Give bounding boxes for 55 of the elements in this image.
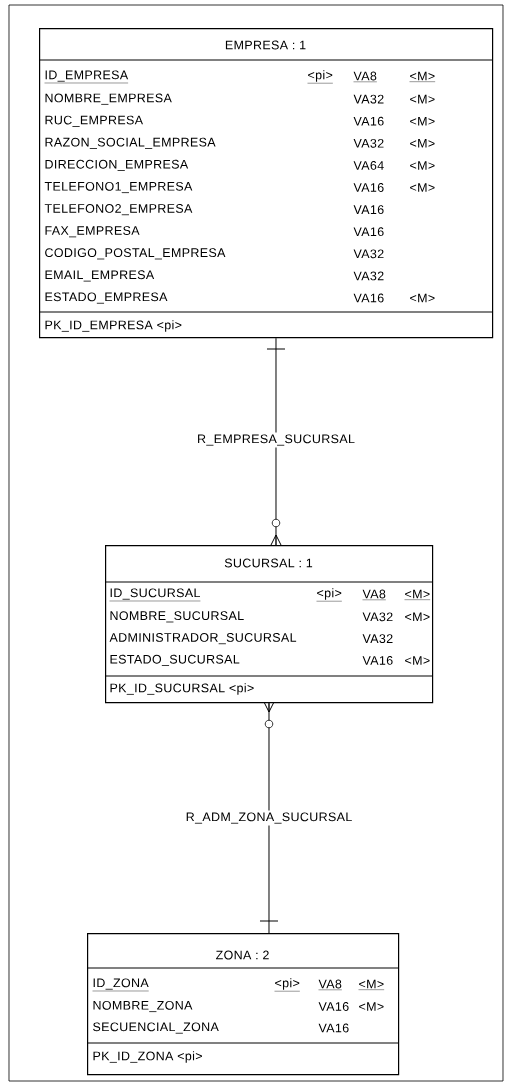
attribute-name: RAZON_SOCIAL_EMPRESA bbox=[45, 137, 216, 149]
mandatory-marker: <M> bbox=[410, 161, 435, 170]
relationship-line bbox=[259, 701, 279, 934]
data-type: VA32 bbox=[362, 634, 393, 643]
mandatory-marker: <M> bbox=[410, 139, 435, 148]
key-name: PK_ID_ZONA <pi> bbox=[93, 1051, 202, 1063]
relationship-name: R_ADM_ZONA_SUCURSAL bbox=[183, 810, 355, 826]
mandatory-marker: <M> bbox=[410, 183, 435, 192]
attribute-name: NOMBRE_SUCURSAL bbox=[110, 611, 244, 623]
attribute-name: ID_ZONA bbox=[92, 978, 149, 992]
entity-name: SUCURSAL : 1 bbox=[224, 558, 313, 568]
data-type: VA16 bbox=[353, 116, 384, 126]
relationship-name: R_EMPRESA_SUCURSAL bbox=[195, 432, 357, 448]
attribute-name: NOMBRE_EMPRESA bbox=[45, 93, 172, 105]
attribute-name: EMAIL_EMPRESA bbox=[45, 270, 155, 282]
attribute-name: ID_SUCURSAL bbox=[109, 588, 201, 602]
data-type: VA32 bbox=[353, 271, 384, 281]
data-type: VA16 bbox=[318, 1023, 349, 1033]
mandatory-marker: <M> bbox=[410, 293, 435, 303]
attribute-name: DIRECCION_EMPRESA bbox=[45, 159, 189, 171]
mandatory-marker: <M> bbox=[410, 94, 435, 104]
key-name: PK_ID_EMPRESA <pi> bbox=[45, 320, 182, 332]
data-type: VA64 bbox=[353, 161, 384, 170]
attribute-name: ID_EMPRESA bbox=[44, 70, 129, 84]
data-type: VA32 bbox=[362, 612, 393, 622]
attribute-name: TELEFONO2_EMPRESA bbox=[44, 204, 193, 216]
data-type: VA8 bbox=[353, 71, 378, 82]
mandatory-marker: <M> bbox=[405, 656, 430, 665]
mandatory-marker: <M> bbox=[410, 116, 435, 126]
attribute-name: NOMBRE_ZONA bbox=[93, 1000, 193, 1013]
mandatory-marker: <M> bbox=[405, 612, 430, 622]
attribute-name: FAX_EMPRESA bbox=[45, 226, 140, 238]
data-type: VA16 bbox=[353, 183, 384, 192]
attribute-name: TELEFONO1_EMPRESA bbox=[44, 181, 193, 194]
attribute-name: ADMINISTRADOR_SUCURSAL bbox=[109, 633, 297, 645]
attribute-name: RUC_EMPRESA bbox=[45, 115, 143, 127]
data-type: VA16 bbox=[353, 293, 384, 303]
attribute-name: SECUENCIAL_ZONA bbox=[93, 1022, 219, 1034]
attribute-name: ESTADO_SUCURSAL bbox=[110, 654, 240, 666]
data-type: VA8 bbox=[362, 589, 387, 601]
data-type: VA32 bbox=[353, 94, 384, 104]
data-type: VA32 bbox=[353, 249, 384, 259]
data-type: VA16 bbox=[353, 205, 384, 214]
relationship-line bbox=[266, 337, 286, 546]
key-name: PK_ID_SUCURSAL <pi> bbox=[110, 683, 254, 695]
data-type: VA16 bbox=[318, 1002, 349, 1011]
entity-name: ZONA : 2 bbox=[216, 950, 269, 960]
data-type: VA16 bbox=[362, 656, 393, 665]
attribute-name: ESTADO_EMPRESA bbox=[45, 292, 168, 304]
data-type: VA16 bbox=[353, 227, 384, 237]
mandatory-marker: <M> bbox=[359, 1002, 384, 1011]
entity-name: EMPRESA : 1 bbox=[225, 40, 306, 50]
data-type: VA8 bbox=[318, 979, 343, 990]
data-type: VA32 bbox=[353, 138, 384, 148]
attribute-name: CODIGO_POSTAL_EMPRESA bbox=[45, 248, 226, 260]
